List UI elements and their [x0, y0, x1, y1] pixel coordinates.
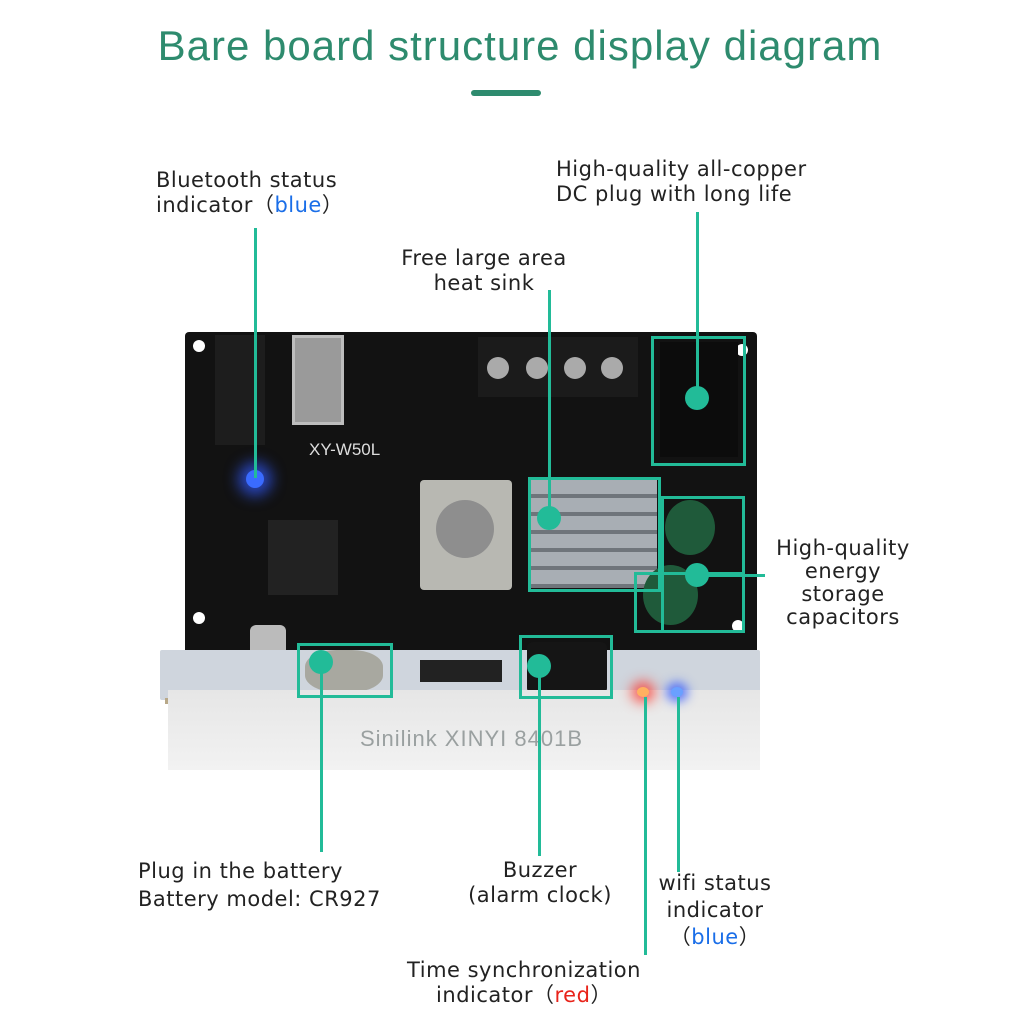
- label-text: （: [669, 925, 692, 949]
- label-line: （blue）: [640, 924, 790, 951]
- color-word-blue: blue: [691, 925, 739, 949]
- bluetooth-led: [246, 470, 264, 488]
- time-sync-led: [637, 687, 649, 697]
- mount-hole: [193, 340, 205, 352]
- label-text: ）: [590, 983, 612, 1007]
- label-line: Battery model: CR927: [138, 887, 381, 911]
- bluetooth-callout-line: [254, 228, 257, 478]
- wifi-led: [671, 687, 683, 697]
- battery-highlight: [297, 643, 393, 698]
- label-line: DC plug with long life: [556, 182, 793, 206]
- label-line: indicator（red）: [384, 983, 664, 1008]
- dc-plug-dot: [685, 386, 709, 410]
- label-line: heat sink: [433, 271, 535, 295]
- dc-plug-highlight: [651, 336, 746, 466]
- label-line: indicator（blue）: [156, 193, 343, 218]
- label-line: capacitors: [786, 605, 900, 629]
- label-line: High-quality: [776, 536, 910, 560]
- label-line: Buzzer: [502, 858, 578, 882]
- label-text: indicator（: [156, 193, 275, 217]
- color-word-blue: blue: [274, 193, 322, 217]
- label-line: (alarm clock): [468, 883, 612, 907]
- buzzer-dot: [527, 654, 551, 678]
- color-word-red: red: [554, 983, 591, 1007]
- buzzer-highlight: [519, 635, 613, 699]
- white-base: [168, 690, 760, 770]
- page-title: Bare board structure display diagram: [157, 22, 883, 69]
- dc-plug-label: High-quality all-copper DC plug with lon…: [556, 157, 807, 207]
- screw: [526, 357, 548, 379]
- bluetooth-label: Bluetooth status indicator（blue）: [156, 168, 343, 218]
- ic-chip: [420, 660, 502, 682]
- wifi-label: wifi status indicator （blue）: [640, 870, 790, 951]
- audio-jack: [215, 335, 265, 445]
- usb-port: [292, 335, 344, 425]
- label-text: ）: [738, 925, 761, 949]
- time-sync-callout-line: [644, 697, 647, 955]
- label-line: High-quality all-copper: [556, 157, 807, 181]
- mount-hole: [732, 620, 744, 632]
- battery-callout-line: [320, 662, 323, 852]
- buzzer-label: Buzzer (alarm clock): [450, 858, 630, 908]
- capacitor-callout-line: [697, 574, 765, 577]
- chip: [268, 520, 338, 595]
- label-line: Plug in the battery: [138, 859, 343, 883]
- base-print: Sinilink XINYI 8401B: [360, 726, 583, 751]
- title-underline: [471, 90, 541, 96]
- capacitor: [665, 500, 715, 555]
- screw: [487, 357, 509, 379]
- time-sync-label: Time synchronization indicator（red）: [384, 958, 664, 1008]
- label-line: Time synchronization: [407, 958, 641, 982]
- heat-sink: [531, 480, 657, 588]
- label-text: indicator（: [436, 983, 555, 1007]
- capacitor-dot: [685, 563, 709, 587]
- dc-plug-callout-line: [696, 212, 699, 398]
- encoder-knob: [436, 500, 494, 558]
- heat-sink-label: Free large area heat sink: [384, 246, 584, 296]
- heat-sink-dot: [537, 506, 561, 530]
- heat-sink-highlight: [528, 477, 661, 592]
- battery-dot: [309, 650, 333, 674]
- label-line: wifi status: [658, 871, 772, 895]
- label-line: indicator: [666, 898, 764, 922]
- label-line: energy: [804, 559, 882, 583]
- capacitors-label: High-quality energy storage capacitors: [758, 537, 928, 629]
- battery-label: Plug in the battery Battery model: CR927: [138, 857, 381, 913]
- mount-hole: [193, 612, 205, 624]
- label-line: Free large area: [401, 246, 567, 270]
- buzzer-callout-line: [538, 666, 541, 856]
- wifi-callout-line: [677, 697, 680, 872]
- label-text: ）: [321, 193, 344, 217]
- screw: [601, 357, 623, 379]
- board-model-print: XY-W50L: [309, 440, 381, 459]
- heat-sink-callout-line: [548, 290, 551, 518]
- screw: [564, 357, 586, 379]
- label-line: storage: [801, 582, 885, 606]
- label-line: Bluetooth status: [156, 168, 338, 192]
